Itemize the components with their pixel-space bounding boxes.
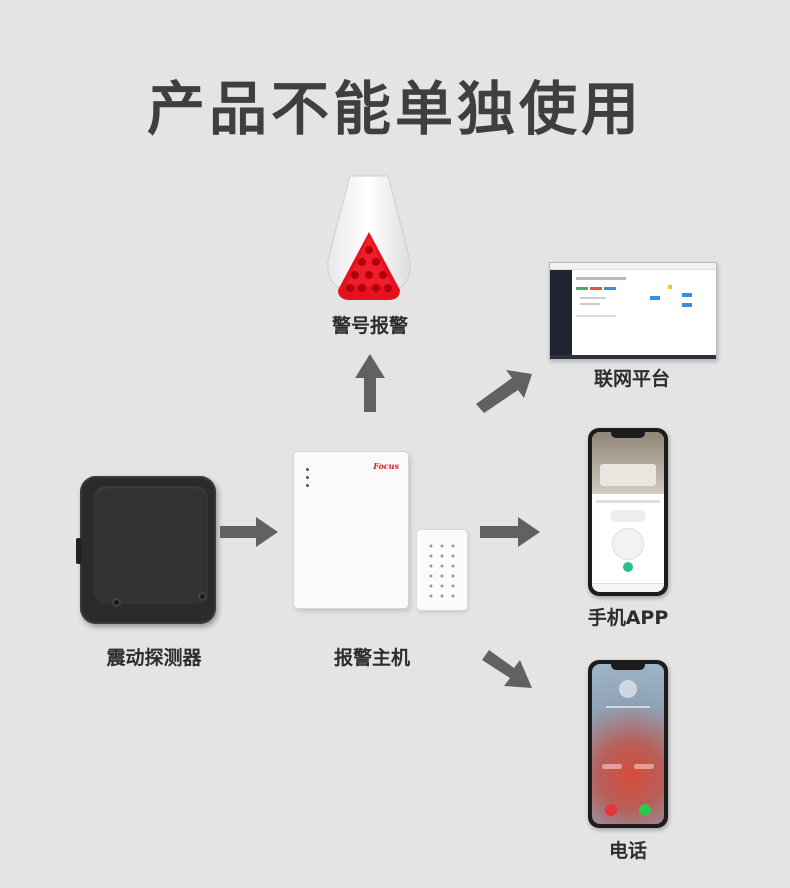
page-title: 产品不能单独使用 [146, 75, 643, 143]
siren-image [327, 175, 411, 300]
arrow-detector-to-host [220, 517, 278, 547]
phone-label: 电话 [608, 840, 647, 862]
platform-label: 联网平台 [593, 368, 670, 390]
accept-call-icon [639, 804, 651, 816]
keypad-image [417, 530, 467, 610]
arrow-host-to-platform [476, 370, 532, 413]
vibration-detector-image [76, 476, 216, 624]
arrow-host-to-phone [482, 650, 532, 688]
detector-label: 震动探测器 [106, 647, 202, 669]
platform-screen-image [549, 262, 717, 360]
arrow-host-to-siren [355, 354, 385, 412]
alarm-host-image: Focus [294, 452, 408, 608]
app-phone-image [588, 428, 668, 596]
host-label: 报警主机 [333, 647, 410, 669]
app-label: 手机APP [587, 607, 669, 629]
siren-label: 警号报警 [331, 315, 408, 337]
brand-logo: Focus [373, 461, 399, 471]
call-phone-image [588, 660, 668, 828]
arrow-host-to-app [480, 517, 540, 547]
decline-icon [605, 804, 617, 816]
